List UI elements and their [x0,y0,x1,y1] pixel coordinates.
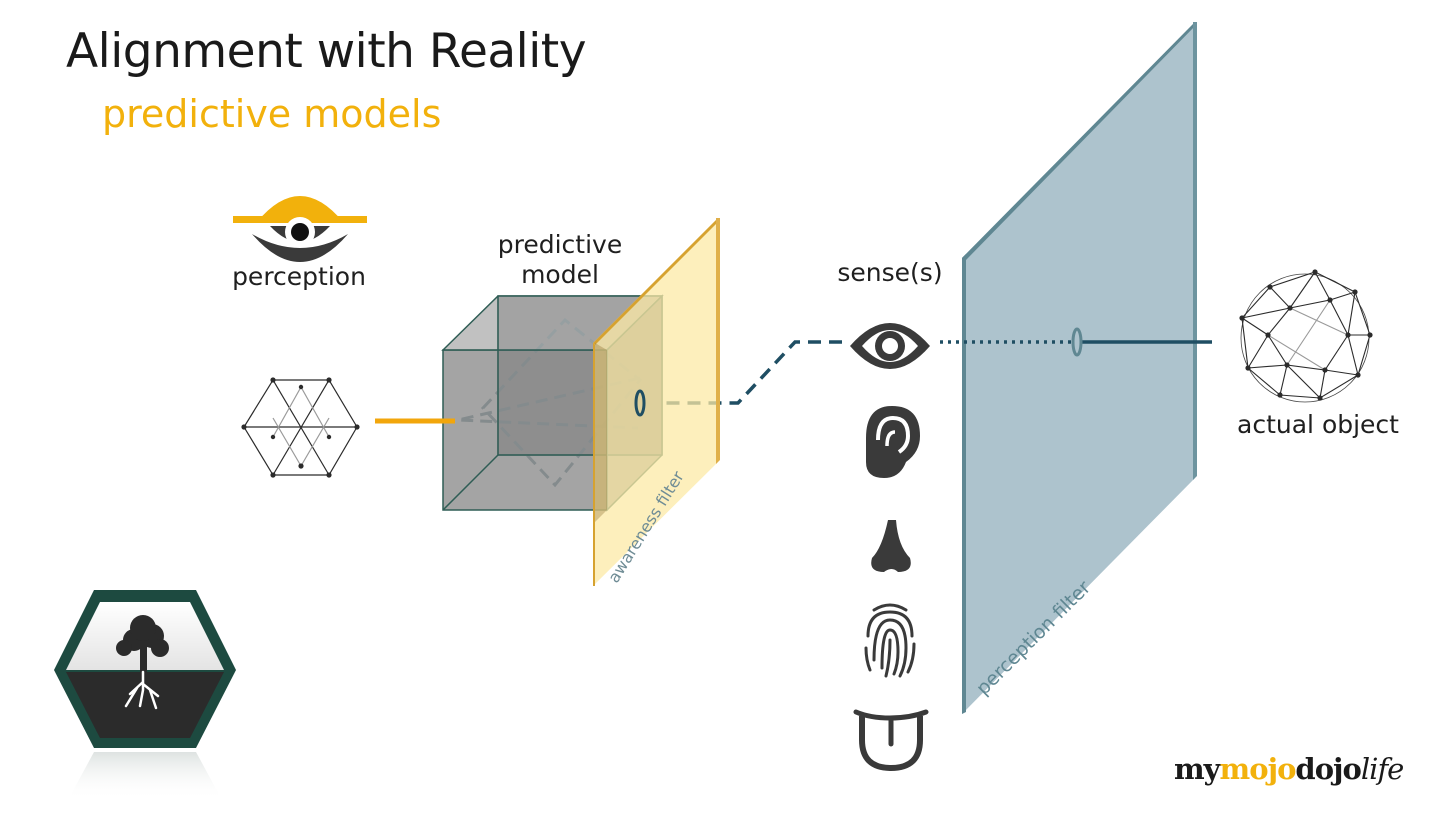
brand-logo: mymojodojolife [1174,752,1404,786]
predicted-object-icosahedron [241,377,360,478]
awareness-filter-plane [593,218,720,586]
brand-logo-part3: dojo [1295,752,1361,786]
brand-logo-part4: life [1360,752,1404,786]
senses-label: sense(s) [837,258,943,287]
tree-hexagon-logo [54,590,236,800]
signal-line-right [940,327,1212,357]
perception-filter-plane [962,22,1197,714]
predictive-model-label-line1: predictive [497,230,623,259]
ear-icon [866,406,920,478]
eye-icon [850,323,930,369]
actual-object-label: actual object [1237,410,1399,439]
perception-eye-icon [233,196,367,262]
tree-icon [116,615,169,710]
brand-logo-part2: mojo [1219,752,1297,786]
perception-label: perception [232,262,366,291]
tongue-icon [853,709,929,772]
actual-object-geodesic [1239,269,1373,403]
cube-overlap-shade [595,343,607,522]
nose-icon [871,520,911,572]
fingerprint-icon [864,603,916,678]
page-title: Alignment with Reality [66,24,587,79]
brand-logo-part1: my [1174,752,1221,786]
page-subtitle: predictive models [102,92,442,136]
predictive-model-label-line2: model [521,260,599,289]
predictive-model-label: predictive model [470,230,650,290]
